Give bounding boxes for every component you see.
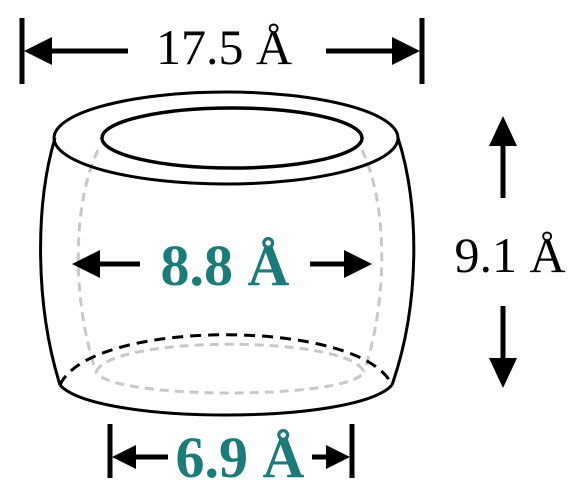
hidden-cavity-wall-right (360, 149, 384, 373)
portal-left-arrowhead (112, 445, 136, 469)
hidden-bottom-portal (94, 342, 366, 395)
bottom-rim-back (58, 333, 394, 386)
cavity-right-arrowhead (344, 250, 372, 278)
cavity-diameter-label: 8.8 Å (161, 233, 290, 298)
left-arrowhead (24, 37, 52, 65)
outer-barrel-left-wall (39, 137, 62, 386)
bottom-rim-front (58, 383, 394, 417)
outer-barrel-right-wall (390, 137, 416, 386)
right-arrowhead (392, 37, 420, 65)
height-top-arrowhead (489, 116, 517, 146)
barrel-body (39, 90, 416, 417)
hidden-cavity-wall-left (76, 149, 100, 373)
portal-diameter-label: 6.9 Å (176, 425, 305, 487)
cavity-diameter-dimension: 8.8 Å (72, 233, 372, 298)
height-bottom-arrowhead (489, 358, 517, 388)
top-portal (100, 106, 364, 170)
cavity-left-arrowhead (72, 250, 100, 278)
height-dimension: 9.1 Å (454, 116, 566, 388)
outer-diameter-dimension: 17.5 Å (19, 18, 425, 84)
top-rim-outer (52, 90, 400, 186)
outer-diameter-label: 17.5 Å (156, 19, 292, 75)
height-label: 9.1 Å (454, 227, 565, 283)
portal-right-arrowhead (326, 445, 350, 469)
portal-diameter-dimension: 6.9 Å (107, 424, 355, 487)
